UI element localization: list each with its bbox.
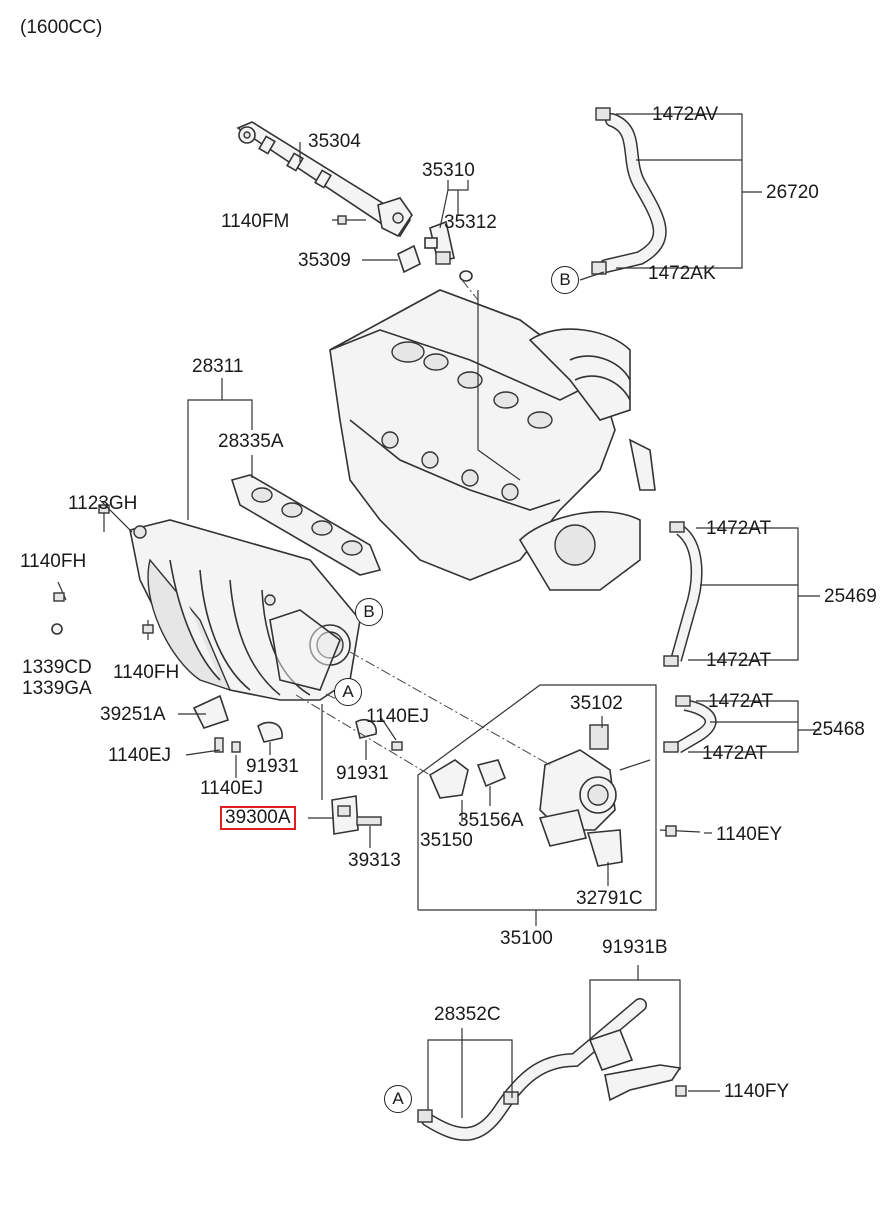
part-label-28311[interactable]: 28311 <box>192 356 244 377</box>
part-label-39251a[interactable]: 39251A <box>100 704 166 725</box>
gasket-drawing <box>230 474 382 576</box>
connector-b-manifold: B <box>355 598 383 626</box>
part-label-25469[interactable]: 25469 <box>824 586 877 607</box>
part-label-1472ak[interactable]: 1472AK <box>648 263 716 284</box>
fuel-rail-drawing <box>236 121 413 238</box>
engine-spec-label: (1600CC) <box>20 17 103 38</box>
part-label-1472av[interactable]: 1472AV <box>652 104 719 125</box>
part-label-91931-1[interactable]: 91931 <box>246 756 299 777</box>
part-label-35312[interactable]: 35312 <box>444 212 497 233</box>
part-label-91931-2[interactable]: 91931 <box>336 763 389 784</box>
part-label-1339cd[interactable]: 1339CD <box>22 657 92 678</box>
part-label-91931b[interactable]: 91931B <box>602 937 668 958</box>
part-label-28335a[interactable]: 28335A <box>218 431 284 452</box>
connector-a-hose: A <box>384 1085 412 1113</box>
part-label-1140fh-right[interactable]: 1140FH <box>113 662 180 683</box>
bolt-1140ey-drawing <box>659 825 701 837</box>
part-label-39313[interactable]: 39313 <box>348 850 401 871</box>
part-label-35150[interactable]: 35150 <box>420 830 473 851</box>
part-label-35304[interactable]: 35304 <box>308 131 361 152</box>
part-label-32791c[interactable]: 32791C <box>576 888 643 909</box>
bracket-39251a-drawing <box>192 694 403 753</box>
part-label-28352c[interactable]: 28352C <box>434 1004 501 1025</box>
part-label-1140fy[interactable]: 1140FY <box>724 1081 790 1102</box>
part-label-1472at-1[interactable]: 1472AT <box>706 518 772 539</box>
throttle-assy-box <box>417 684 657 911</box>
hose-26720-drawing <box>591 107 667 275</box>
part-label-1472at-4[interactable]: 1472AT <box>702 743 768 764</box>
part-label-35102[interactable]: 35102 <box>570 693 623 714</box>
hose-28352c-drawing <box>417 998 687 1141</box>
part-label-26720[interactable]: 26720 <box>766 182 819 203</box>
leader-lines <box>99 113 820 1118</box>
hose-25468-drawing <box>663 695 717 754</box>
part-label-1140ej-2[interactable]: 1140EJ <box>200 778 264 799</box>
part-label-39300a-highlighted[interactable]: 39300A <box>220 806 296 830</box>
part-label-1140fm[interactable]: 1140FM <box>221 211 290 232</box>
connector-a-manifold: A <box>334 678 362 706</box>
part-label-35309[interactable]: 35309 <box>298 250 351 271</box>
part-label-25468[interactable]: 25468 <box>812 719 865 740</box>
clip-drawing <box>397 244 421 274</box>
part-label-1140ej-3[interactable]: 1140EJ <box>366 706 430 727</box>
part-label-35100[interactable]: 35100 <box>500 928 553 949</box>
part-label-1472at-3[interactable]: 1472AT <box>708 691 774 712</box>
part-label-1140fh-left[interactable]: 1140FH <box>20 551 87 572</box>
part-label-1140ej-1[interactable]: 1140EJ <box>108 745 172 766</box>
bolts-left-drawing <box>51 504 154 640</box>
hose-25469-drawing <box>663 521 703 667</box>
part-label-1472at-2[interactable]: 1472AT <box>706 650 772 671</box>
part-label-35156a[interactable]: 35156A <box>458 810 524 831</box>
part-label-1339ga[interactable]: 1339GA <box>22 678 92 699</box>
bolt-1140fm-drawing <box>332 215 366 225</box>
connector-b-top: B <box>551 266 579 294</box>
intake-manifold-drawing <box>129 519 361 701</box>
part-label-1123gh[interactable]: 1123GH <box>68 493 138 514</box>
sensor-39300a-drawing <box>331 795 382 835</box>
injector-drawing <box>424 220 473 282</box>
engine-block-drawing <box>329 289 656 591</box>
part-label-1140ey[interactable]: 1140EY <box>716 824 783 845</box>
part-label-35310[interactable]: 35310 <box>422 160 475 181</box>
